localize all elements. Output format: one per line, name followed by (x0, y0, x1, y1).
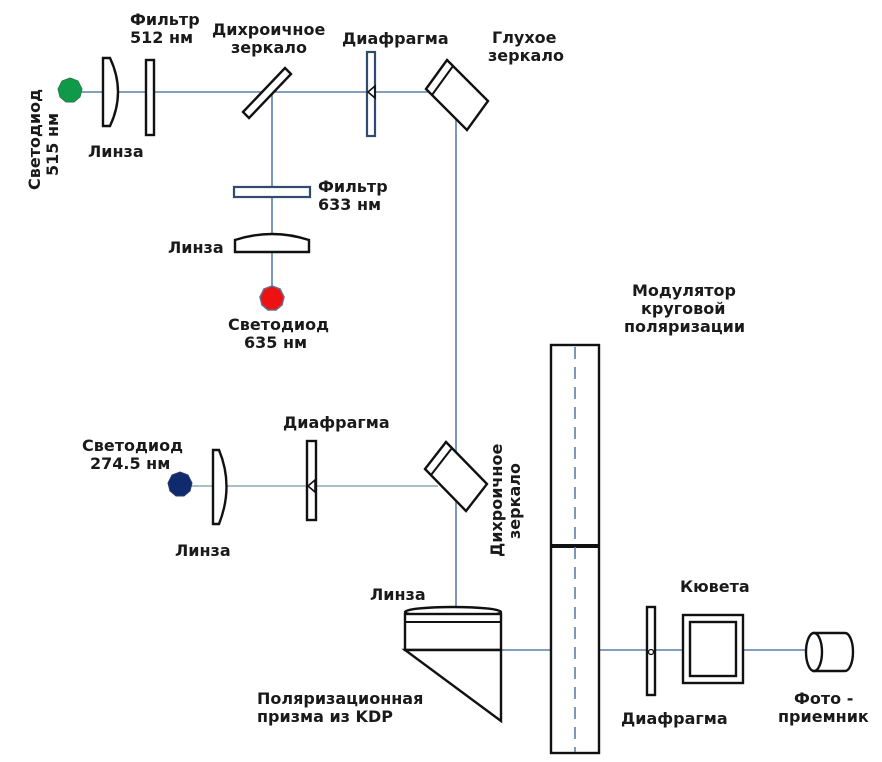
label-led-635-line2: 635 нм (244, 333, 307, 352)
label-led-515-line1: Светодиод (25, 89, 44, 190)
label-filter-633-line1: Фильтр (318, 177, 388, 196)
label-modulator-line2: круговой (641, 299, 725, 318)
label-dichroic-1-line2: зеркало (231, 38, 307, 57)
label-dichroic-2-line2: зеркало (505, 463, 524, 539)
lens-1 (101, 56, 120, 128)
diaphragm-2 (305, 439, 318, 522)
circular-polarization-modulator (549, 343, 601, 755)
label-cuvette: Кювета (680, 577, 750, 596)
dichroic-mirror-2 (423, 440, 489, 513)
label-blind-mirror-line1: Глухое (492, 28, 557, 47)
label-photodetector-line2: приемник (778, 707, 869, 726)
label-dichroic-2-line1: Дихроичное (487, 444, 506, 557)
label-diaphragm-1: Диафрагма (342, 29, 449, 48)
photodetector-icon (804, 631, 855, 673)
label-filter-512-line2: 512 нм (130, 28, 193, 47)
label-led-274-line2: 274.5 нм (90, 454, 170, 473)
label-led-515-line2: 515 нм (43, 113, 62, 176)
label-modulator-line1: Модулятор (632, 281, 736, 300)
lens-3 (211, 448, 228, 526)
filter-512 (144, 58, 156, 137)
label-diaphragm-2: Диафрагма (283, 413, 390, 432)
label-led-635-line1: Светодиод (228, 315, 329, 334)
label-modulator-line3: поляризации (624, 317, 745, 336)
label-filter-512-line1: Фильтр (130, 10, 200, 29)
label-diaphragm-3: Диафрагма (621, 709, 728, 728)
label-prism-line1: Поляризационная (257, 689, 423, 708)
dichroic-mirror-1 (241, 66, 293, 120)
label-lens-3: Линза (175, 541, 231, 560)
cuvette (681, 613, 745, 685)
filter-633 (232, 185, 312, 199)
diaphragm-3-aperture (647, 648, 655, 656)
label-lens-2: Линза (168, 238, 224, 257)
led-274-icon (167, 471, 193, 497)
led-515-icon (57, 77, 83, 103)
diaphragm-3 (645, 605, 657, 697)
label-lens-1: Линза (88, 142, 144, 161)
led-635-icon (259, 285, 285, 311)
lens-2 (233, 232, 311, 254)
label-prism-line2: призма из KDP (257, 707, 393, 726)
diaphragm-2-aperture (306, 478, 316, 494)
label-photodetector-line1: Фото - (794, 689, 853, 708)
label-blind-mirror-line2: зеркало (488, 46, 564, 65)
label-dichroic-1-line1: Дихроичное (212, 20, 325, 39)
label-lens-4: Линза (370, 585, 426, 604)
label-filter-633-line2: 633 нм (318, 195, 381, 214)
blind-mirror (424, 58, 490, 132)
label-led-274-line1: Светодиод (82, 436, 183, 455)
kdp-polarization-prism (401, 605, 503, 724)
diaphragm-1-aperture (366, 84, 376, 100)
